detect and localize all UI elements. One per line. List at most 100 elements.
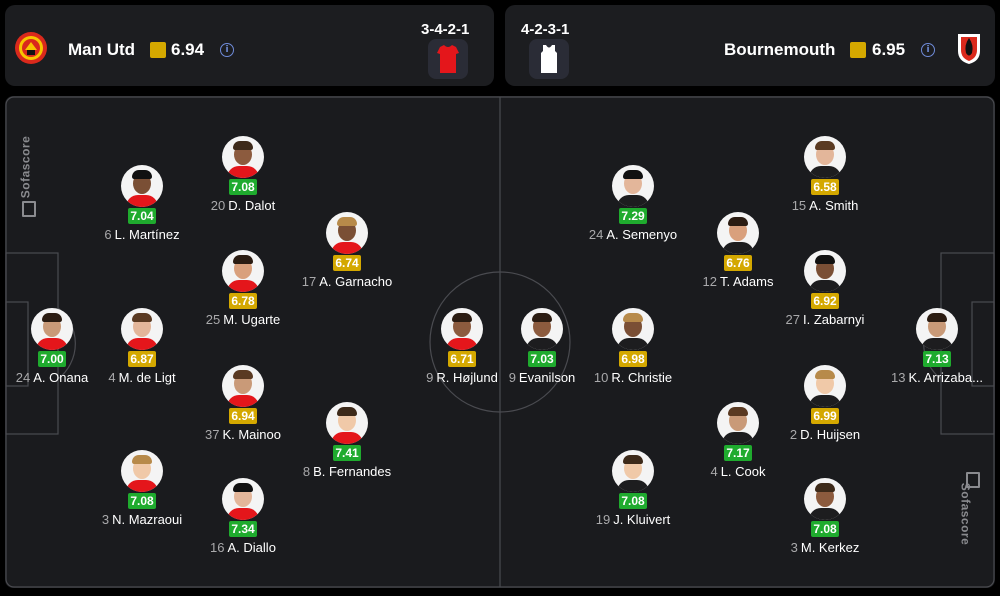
player-number: 27 <box>785 312 801 327</box>
player-number: 2 <box>789 427 798 442</box>
player-rating-badge: 6.98 <box>619 351 647 367</box>
player-rating-badge: 6.58 <box>811 179 839 195</box>
player-number: 24 <box>15 370 31 385</box>
info-icon[interactable]: i <box>921 43 935 57</box>
player-number: 10 <box>593 370 609 385</box>
away-team-name[interactable]: Bournemouth <box>724 40 836 59</box>
player-name: R. Højlund <box>436 370 498 385</box>
player-name: B. Fernandes <box>313 464 392 479</box>
player-rating-badge: 7.13 <box>923 351 951 367</box>
player-name: L. Cook <box>720 464 766 479</box>
player-rating-badge: 7.08 <box>128 493 156 509</box>
player-avatar <box>612 308 654 350</box>
player-number: 24 <box>588 227 604 242</box>
player-name: K. Mainoo <box>222 427 281 442</box>
player-avatar <box>804 250 846 292</box>
player-name: Evanilson <box>518 370 576 385</box>
player-avatar <box>222 250 264 292</box>
player-avatar <box>31 308 73 350</box>
player-avatar <box>222 136 264 178</box>
player-rating-badge: 6.78 <box>229 293 257 309</box>
player-avatar <box>326 402 368 444</box>
player-name: A. Onana <box>33 370 89 385</box>
player-rating-badge: 7.03 <box>528 351 556 367</box>
player-number: 6 <box>104 227 112 242</box>
player-avatar <box>717 402 759 444</box>
watermark-text: Sofascore <box>18 135 33 199</box>
player-number: 37 <box>204 427 220 442</box>
player-number: 13 <box>891 370 906 385</box>
bournemouth-crest-icon <box>958 34 980 64</box>
player-rating-badge: 7.29 <box>619 208 647 224</box>
player-number: 3 <box>101 512 110 527</box>
player-avatar <box>612 165 654 207</box>
player-avatar <box>521 308 563 350</box>
player-name: L. Martínez <box>114 227 180 242</box>
sofascore-logo-icon <box>966 472 980 488</box>
home-team-rating: 6.94 <box>171 40 205 59</box>
rating-indicator <box>150 42 166 58</box>
player-number: 4 <box>710 464 718 479</box>
player-rating-badge: 7.08 <box>619 493 647 509</box>
player-rating-badge: 6.76 <box>724 255 752 271</box>
info-icon[interactable]: i <box>220 43 234 57</box>
home-team-name[interactable]: Man Utd <box>68 40 136 59</box>
player-name: M. Ugarte <box>223 312 281 327</box>
player-avatar <box>916 308 958 350</box>
player-rating-badge: 7.41 <box>333 445 361 461</box>
player-number: 20 <box>210 198 226 213</box>
player-number: 9 <box>426 370 434 385</box>
player-avatar <box>121 308 163 350</box>
player-number: 12 <box>702 274 717 289</box>
player-name: N. Mazraoui <box>112 512 183 527</box>
player-name: M. de Ligt <box>118 370 176 385</box>
player-avatar <box>804 478 846 520</box>
player-rating-badge: 6.71 <box>448 351 476 367</box>
player-number: 15 <box>791 198 807 213</box>
player-name: M. Kerkez <box>800 540 860 555</box>
player-name: I. Zabarnyi <box>803 312 865 327</box>
player-name: D. Huijsen <box>800 427 861 442</box>
player-name: R. Christie <box>611 370 673 385</box>
player-name: A. Garnacho <box>319 274 393 289</box>
player-name: K. Arrizaba... <box>908 370 983 385</box>
player-number: 4 <box>108 370 116 385</box>
shirt-icon <box>541 45 557 73</box>
